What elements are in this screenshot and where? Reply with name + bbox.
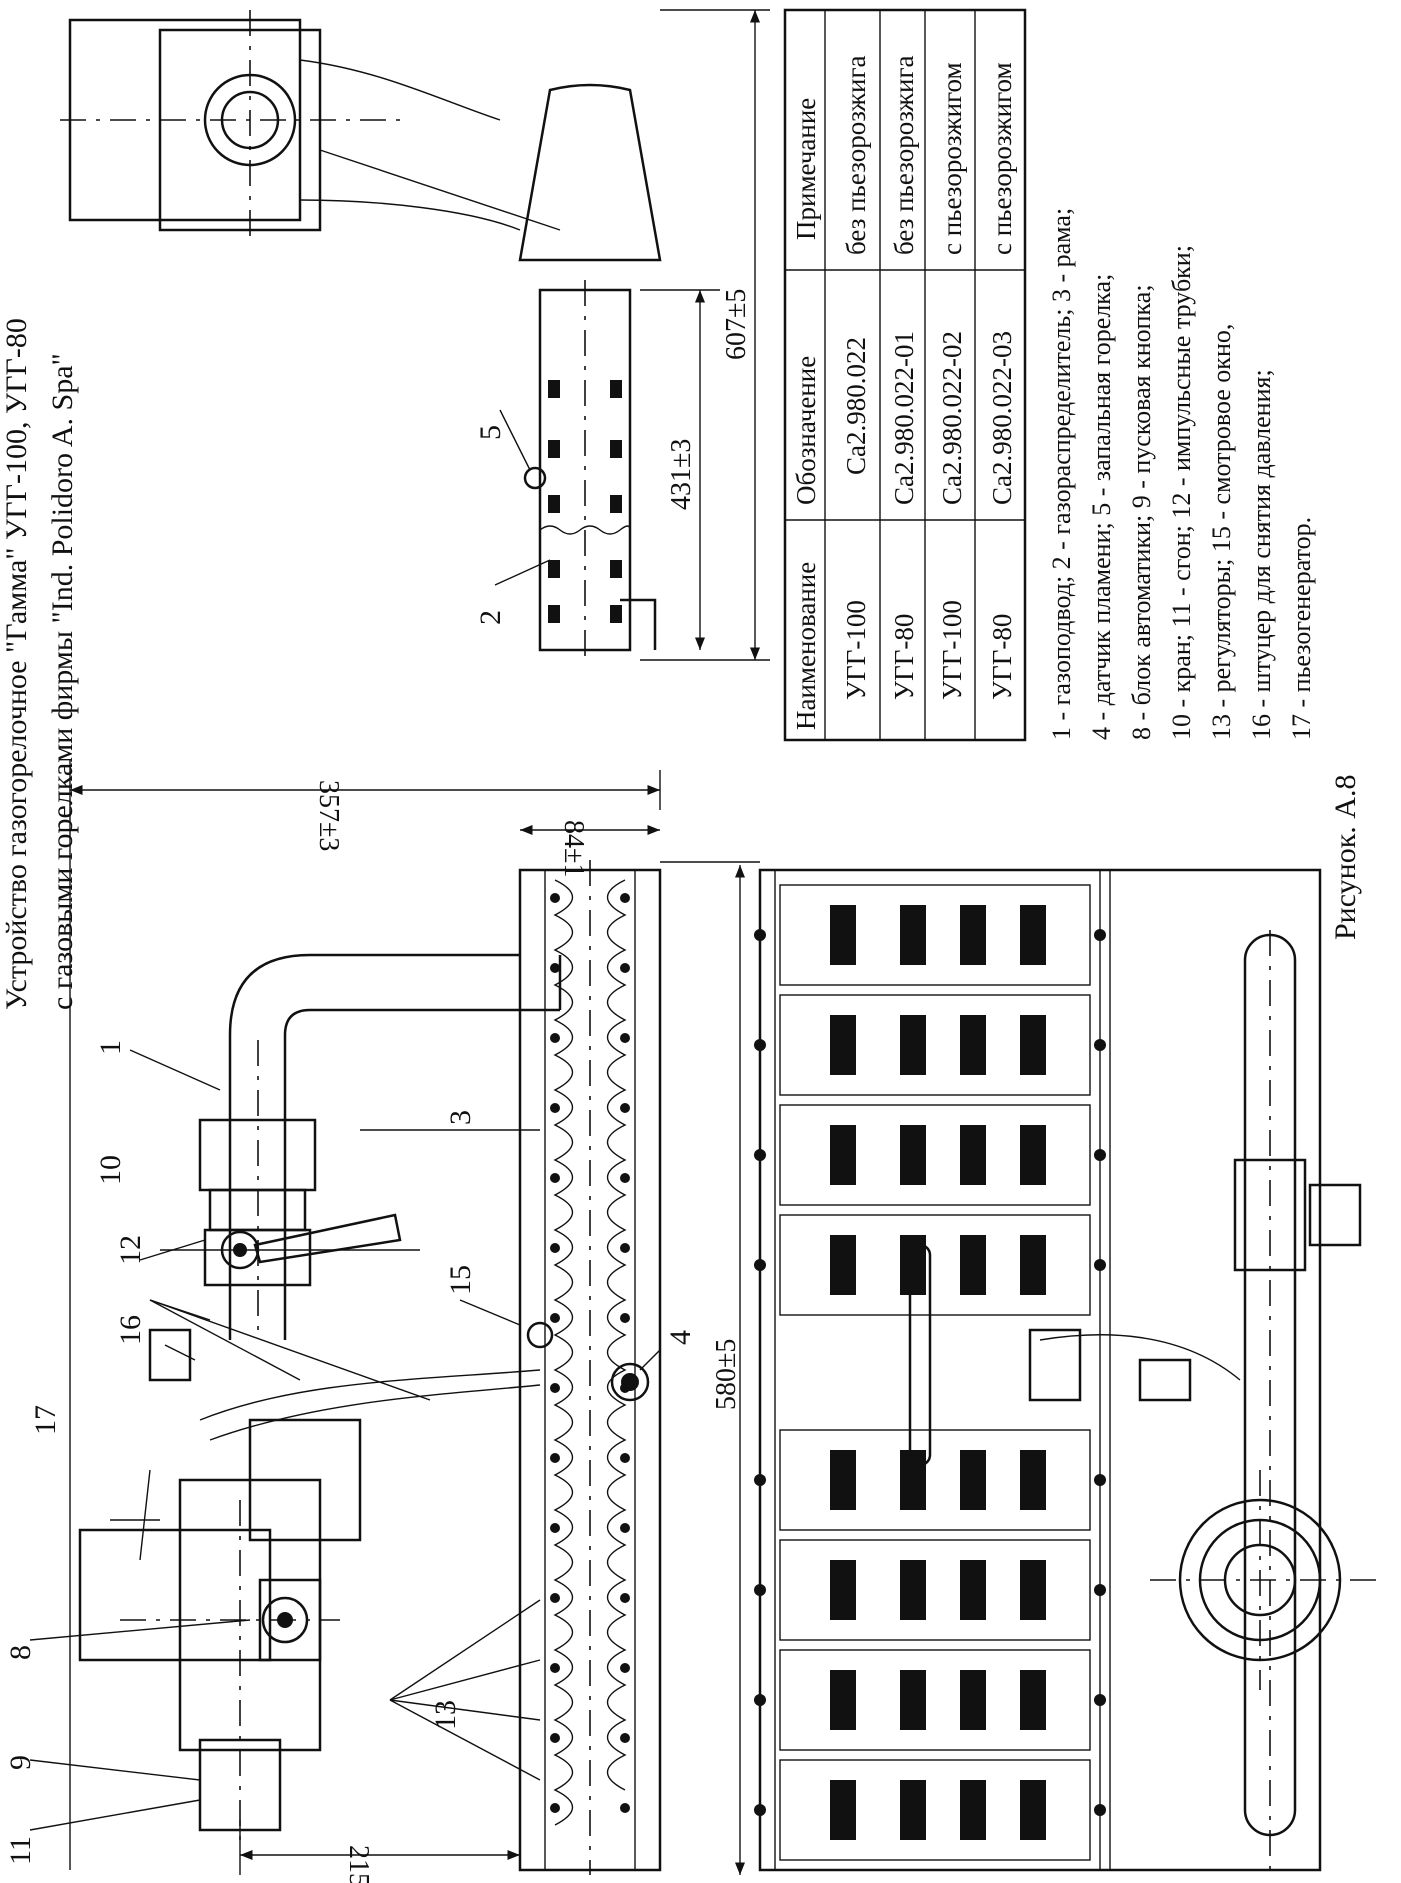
front-view-drawing <box>29 760 760 1875</box>
dim-215: 215±1 <box>343 1845 374 1883</box>
table-cell-r1-c3: без пьезорозжига <box>841 55 871 255</box>
callout-12: 12 <box>114 1235 147 1265</box>
table-header-note: Примечание <box>791 98 821 240</box>
callout-3: 3 <box>444 1110 477 1125</box>
callout-11: 11 <box>4 1836 37 1865</box>
legend-line-6: 16 - штуцер для снятия давления; <box>1247 369 1276 740</box>
callout-1: 1 <box>94 1040 127 1055</box>
table-cell-r4-c3: с пьезорозжигом <box>987 62 1017 255</box>
legend-line-4: 10 - кран; 11 - сгон; 12 - импульсные тр… <box>1167 245 1196 740</box>
callout-4: 4 <box>664 1330 697 1345</box>
side-view-drawing <box>60 9 770 661</box>
table-cell-r4-c2: Са2.980.022-03 <box>987 331 1017 505</box>
table-header-designation: Обозначение <box>791 356 821 505</box>
table-header-name: Наименование <box>791 562 821 730</box>
table-cell-r4-c1: УГГ-80 <box>987 614 1017 700</box>
dim-580: 580±5 <box>711 1339 742 1410</box>
table-cell-r3-c2: Са2.980.022-02 <box>937 331 967 505</box>
callout-15: 15 <box>444 1265 477 1295</box>
dim-84: 84±1 <box>558 820 589 877</box>
callout-10: 10 <box>94 1155 127 1185</box>
table-cell-r2-c1: УГГ-80 <box>889 614 919 700</box>
callout-5: 5 <box>474 425 507 440</box>
dim-607: 607±5 <box>721 289 752 360</box>
legend-line-7: 17 - пьезогенератор. <box>1287 517 1316 740</box>
legend-line-1: 1 - газоподвод; 2 - газораспределитель; … <box>1047 208 1076 740</box>
title-line-2: с газовыми горелками фирмы "Ind. Polidor… <box>46 353 79 1010</box>
callout-16: 16 <box>114 1315 147 1345</box>
legend-line-3: 8 - блок автоматики; 9 - пусковая кнопка… <box>1127 284 1156 740</box>
legend-line-5: 13 - регуляторы; 15 - смотровое окно, <box>1207 324 1236 740</box>
callout-9: 9 <box>4 1755 37 1770</box>
figure-caption: Рисунок. А.8 <box>1329 775 1362 940</box>
top-view-drawing <box>754 868 1380 1872</box>
callout-2: 2 <box>474 610 507 625</box>
callout-17: 17 <box>29 1405 62 1435</box>
table-cell-r2-c3: без пьезорозжига <box>889 55 919 255</box>
table-cell-r1-c2: Са2.980.022 <box>841 337 871 475</box>
dim-357: 357±3 <box>313 780 344 851</box>
table-cell-r3-c1: УГГ-100 <box>937 600 967 700</box>
designation-table <box>783 8 1027 742</box>
table-cell-r3-c3: с пьезорозжигом <box>937 62 967 255</box>
table-cell-r1-c1: УГГ-100 <box>841 600 871 700</box>
dim-431: 431±3 <box>666 439 697 510</box>
callout-13: 13 <box>429 1700 462 1730</box>
callout-8: 8 <box>4 1645 37 1660</box>
title-line-1: Устройство газогорелочное "Гамма" УГГ-10… <box>0 318 33 1010</box>
table-cell-r2-c2: Са2.980.022-01 <box>889 331 919 505</box>
legend-line-2: 4 - датчик пламени; 5 - запальная горелк… <box>1087 274 1116 740</box>
